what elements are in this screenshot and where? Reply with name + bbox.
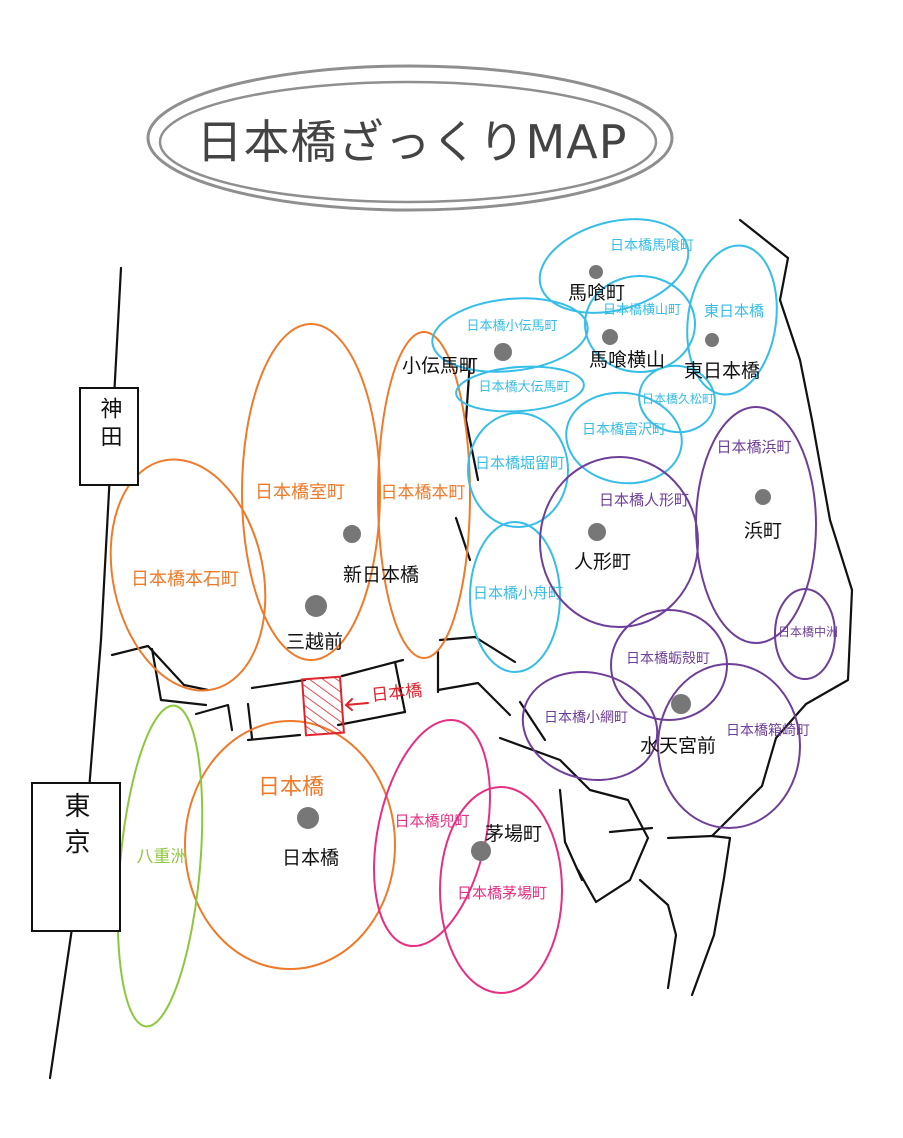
area-label-koamicho: 日本橋小網町 <box>544 710 628 726</box>
area-label-horidomecho: 日本橋堀留町 <box>475 454 565 472</box>
area-outline-horidomecho <box>467 412 569 528</box>
station-label-mitsukoshimae: 三越前 <box>286 631 343 653</box>
river-connectors <box>150 647 440 740</box>
area-outline-kayabacho <box>439 786 563 994</box>
area-label-ningyocho: 日本橋人形町 <box>599 491 689 509</box>
area-label-yokoyamacho: 日本橋横山町 <box>603 303 681 318</box>
kanda-box-frame <box>79 387 139 486</box>
area-outline-muromachi <box>241 323 381 661</box>
river-upper-bank <box>110 635 517 692</box>
station-label-kodenmacho: 小伝馬町 <box>402 355 478 377</box>
area-outline-ningyocho <box>539 456 699 628</box>
area-label-kakigaracho: 日本橋蛎殻町 <box>626 651 710 667</box>
area-label-muromachi: 日本橋室町 <box>255 482 345 503</box>
area-label-hamacho: 日本橋浜町 <box>716 438 791 456</box>
area-outline-hamacho <box>695 406 817 644</box>
green-area: 八重洲 <box>116 704 204 1028</box>
tokyo-label: 東京 <box>60 792 90 864</box>
station-label-higashi-nihonbashi: 東日本橋 <box>684 360 760 382</box>
area-label-nakasu: 日本橋中洲 <box>778 624 838 639</box>
bridge-label: 日本橋 <box>370 681 423 706</box>
area-outline-higashi-nihonbashi <box>686 244 778 396</box>
station-label-suitengumae: 水天宮前 <box>640 735 716 757</box>
area-outline-odenmacho <box>455 365 585 413</box>
station-dot-kayabacho <box>471 841 491 861</box>
station-dot-suitengumae <box>671 694 691 714</box>
purple-labels: 日本橋人形町 日本橋浜町 日本橋中洲 日本橋蛎殻町 日本橋小網町 日本橋箱崎町 <box>544 438 838 739</box>
area-label-kayabacho: 日本橋茅場町 <box>457 884 547 902</box>
station-dot-ningyocho <box>588 523 606 541</box>
station-dot-bakurocho <box>589 265 603 279</box>
area-label-kabutocho: 日本橋兜町 <box>394 812 469 830</box>
area-label-kodenmacho: 日本橋小伝馬町 <box>466 319 557 334</box>
kanda-label: 神田 <box>97 397 123 453</box>
lower-right-roads <box>498 700 714 990</box>
area-label-higashi-nihonbashi: 東日本橋 <box>704 302 764 320</box>
station-label-bakurocho: 馬喰町 <box>568 282 625 304</box>
area-label-honcho: 日本橋本町 <box>381 483 466 503</box>
station-label-ningyocho: 人形町 <box>574 551 631 573</box>
station-dot-bakuro-yokoyama <box>602 329 618 345</box>
east-coast <box>690 218 854 997</box>
area-outline-nihonbashi <box>184 720 396 970</box>
station-label-bakuro-yokoyama: 馬喰横山 <box>589 349 665 371</box>
area-outline-hisamatsucho <box>638 364 716 434</box>
area-outline-koamicho <box>521 671 659 781</box>
station-label-kayabacho: 茅場町 <box>485 823 542 845</box>
station-dots <box>297 265 771 861</box>
purple-areas <box>521 406 836 829</box>
area-outline-nakasu <box>774 588 836 680</box>
river-lower-bank <box>194 681 512 742</box>
tokyo-box: 東京 <box>31 782 121 932</box>
area-outline-yokoyamacho <box>584 275 696 373</box>
station-label-hamacho: 浜町 <box>744 520 782 542</box>
orange-labels: 日本橋本石町 日本橋室町 日本橋本町 日本橋 <box>131 482 466 800</box>
station-dot-nihonbashi <box>297 807 319 829</box>
station-dot-kodenmacho <box>494 343 512 361</box>
station-dot-mitsukoshimae <box>305 595 327 617</box>
area-label-kobunacho: 日本橋小舟町 <box>473 584 563 602</box>
station-dot-shin-nihonbashi <box>343 525 361 543</box>
area-label-hisamatsucho: 日本橋久松町 <box>642 392 714 406</box>
bridge-arrow-icon <box>344 698 369 711</box>
cyan-labels: 日本橋馬喰町 日本橋小伝馬町 日本橋横山町 東日本橋 日本橋大伝馬町 日本橋久松… <box>466 238 764 602</box>
station-labels: 馬喰町 小伝馬町 馬喰横山 東日本橋 新日本橋 三越前 人形町 浜町 水天宮前 … <box>282 282 782 869</box>
station-label-shin-nihonbashi: 新日本橋 <box>343 564 419 586</box>
title-block: 日本橋ざっくりMAP <box>146 64 674 212</box>
station-label-nihonbashi: 日本橋 <box>282 847 339 869</box>
area-outline-honcho <box>377 331 471 659</box>
title-outline-inner <box>158 80 658 204</box>
pink-areas <box>373 718 563 994</box>
area-label-hongokucho: 日本橋本石町 <box>131 569 239 590</box>
title-outline-outer <box>146 64 674 212</box>
station-dot-hamacho <box>755 489 771 505</box>
station-dot-higashi-nihonbashi <box>705 333 719 347</box>
pink-labels: 日本橋兜町 日本橋茅場町 <box>394 812 547 902</box>
area-label-tomizawacho: 日本橋富沢町 <box>582 421 666 438</box>
base-lines <box>48 218 854 1080</box>
area-label-odenmacho: 日本橋大伝馬町 <box>478 380 569 395</box>
area-label-bakurocho: 日本橋馬喰町 <box>610 238 694 254</box>
area-outline-tomizawacho <box>565 391 683 485</box>
tokyo-box-frame <box>31 782 121 932</box>
nihonbashi-bridge: 日本橋 <box>301 675 423 737</box>
kanda-box: 神田 <box>79 387 139 486</box>
area-label-hakozakicho: 日本橋箱崎町 <box>726 723 810 739</box>
map-title: 日本橋ざっくりMAP <box>197 115 628 169</box>
bridge-hatch <box>301 675 345 737</box>
area-outline-kodenmacho <box>431 297 589 373</box>
orange-areas <box>109 323 471 970</box>
area-label-nihonbashi: 日本橋 <box>258 775 324 800</box>
area-outline-bakurocho <box>538 218 690 314</box>
area-label-yaesu: 八重洲 <box>137 847 188 867</box>
area-outline-hakozakicho <box>657 663 801 829</box>
area-outline-hongokucho <box>109 458 267 692</box>
